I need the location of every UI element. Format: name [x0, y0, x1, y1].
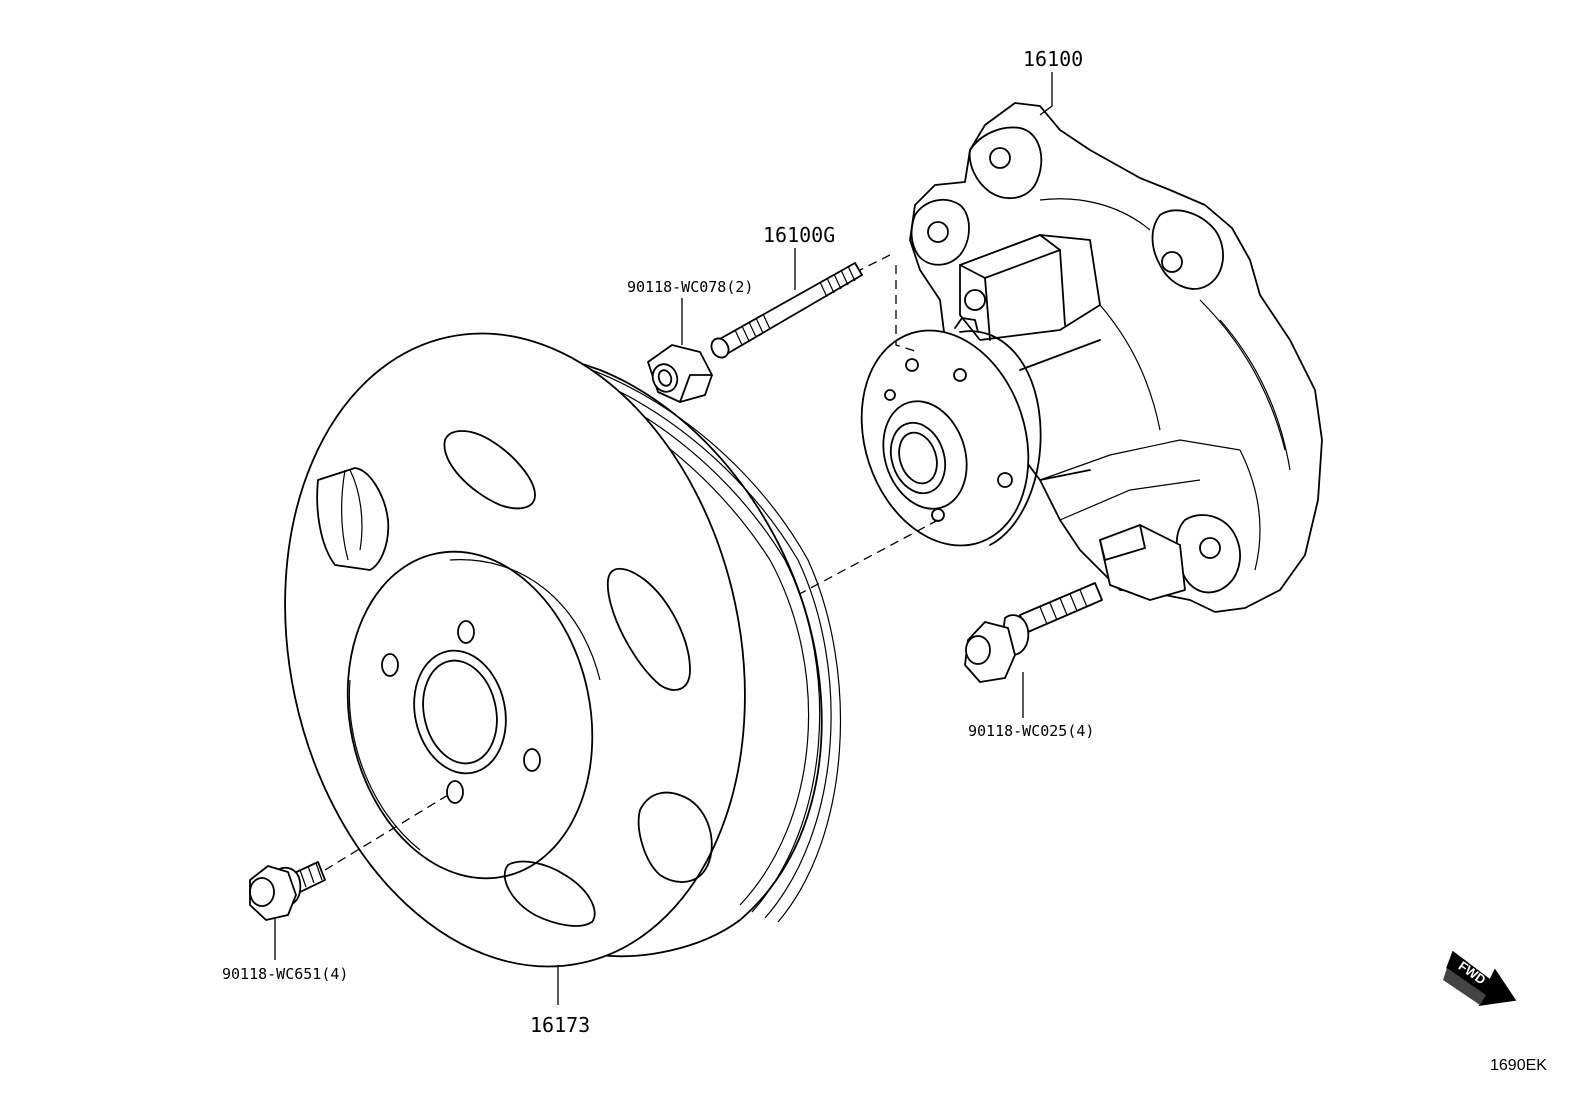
assembly-line-pump-top [895, 265, 919, 353]
label-pump-bolt: 90118-WC025(4) [968, 722, 1094, 740]
label-pulley-bolt: 90118-WC651(4) [222, 965, 348, 983]
water-pump-16100 [860, 102, 1323, 613]
label-pulley: 16173 [530, 1013, 590, 1037]
pulley-16173 [284, 332, 842, 968]
fwd-arrow: FWD [1443, 950, 1517, 1006]
label-water-pump: 16100 [1023, 47, 1083, 71]
diagram-ref: 1690EK [1490, 1057, 1547, 1074]
pump-bolt [964, 582, 1103, 683]
flange-nut [647, 344, 713, 403]
assembly-line-stud [859, 254, 891, 271]
stud-bolt [710, 262, 863, 359]
assembly-line-pulley-bolt [324, 794, 449, 871]
label-gasket: 16100G [763, 223, 835, 247]
pulley-bolt [249, 861, 326, 921]
assembly-line-pulley [791, 519, 939, 599]
leader-16100 [1039, 72, 1053, 116]
label-stud-bolt: 90118-WC078(2) [627, 278, 753, 296]
